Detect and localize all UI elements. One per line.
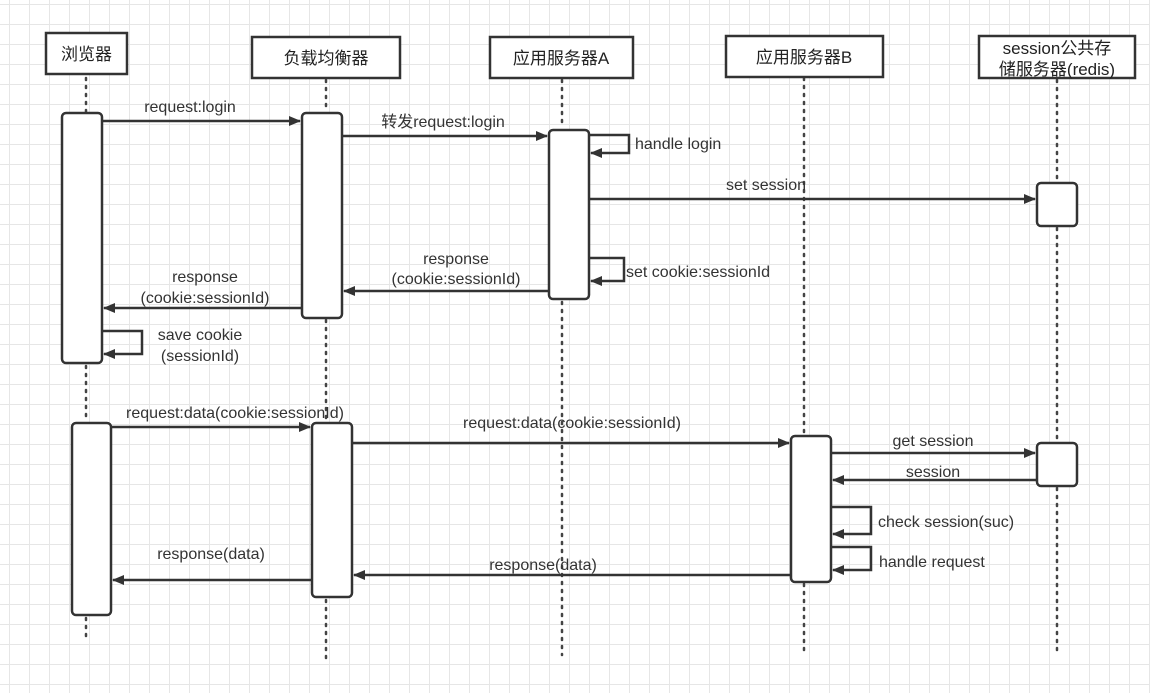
participant-browser-box [44,31,129,76]
participant-browser-label: 浏览器 [61,45,112,64]
message-label-check-session: check session(suc) [878,514,1014,531]
self-arrow-handle-request [831,545,873,575]
activation-browser-2 [70,421,113,617]
message-label-forward-login: 转发request:login [381,113,505,131]
activation-redis-2 [1035,441,1079,488]
participant-redis-label-line1: session公共存 [1003,39,1112,58]
message-label-handle-login: handle login [635,136,721,153]
message-label-request-login: request:login [144,99,236,116]
participant-lb-box [250,35,402,80]
participant-redis-box [977,34,1137,80]
message-label-get-session: get session [893,433,974,450]
self-arrow-save-cookie [102,329,144,359]
self-arrow-handle-login [589,133,631,158]
message-label-set-cookie: set cookie:sessionId [626,264,770,281]
activation-browser-1 [60,111,104,365]
message-label-response-lb-line2: (cookie:sessionId) [141,290,270,307]
message-label-request-data-appB: request:data(cookie:sessionId) [463,415,681,432]
self-arrow-set-cookie [589,256,626,286]
message-label-response-a-line2: (cookie:sessionId) [392,271,521,288]
message-label-response-data-appB: response(data) [489,557,597,574]
activation-appB-2 [789,434,833,584]
message-label-request-data-lb: request:data(cookie:sessionId) [126,405,344,422]
participant-appA-box [488,35,635,80]
message-label-session: session [906,464,960,481]
message-label-response-lb-line1: response [172,269,238,286]
message-label-response-data-lb: response(data) [157,546,265,563]
message-label-handle-request: handle request [879,554,985,571]
participant-appB-label: 应用服务器B [756,48,852,67]
participant-appB-box [724,34,885,79]
message-label-response-a-line1: response [423,251,489,268]
message-label-save-cookie-line2: (sessionId) [161,348,239,365]
self-arrow-check-session [831,505,873,539]
activation-appA-1 [547,128,591,301]
activation-lb-1 [300,111,344,320]
message-label-save-cookie-line1: save cookie [158,327,243,344]
activation-redis-1 [1035,181,1079,228]
message-label-set-session: set session [726,177,806,194]
participant-redis-label-line2: 储服务器(redis) [999,60,1115,79]
participant-appA-label: 应用服务器A [513,49,610,68]
activation-lb-2 [310,421,354,599]
participant-lb-label: 负载均衡器 [284,49,369,68]
